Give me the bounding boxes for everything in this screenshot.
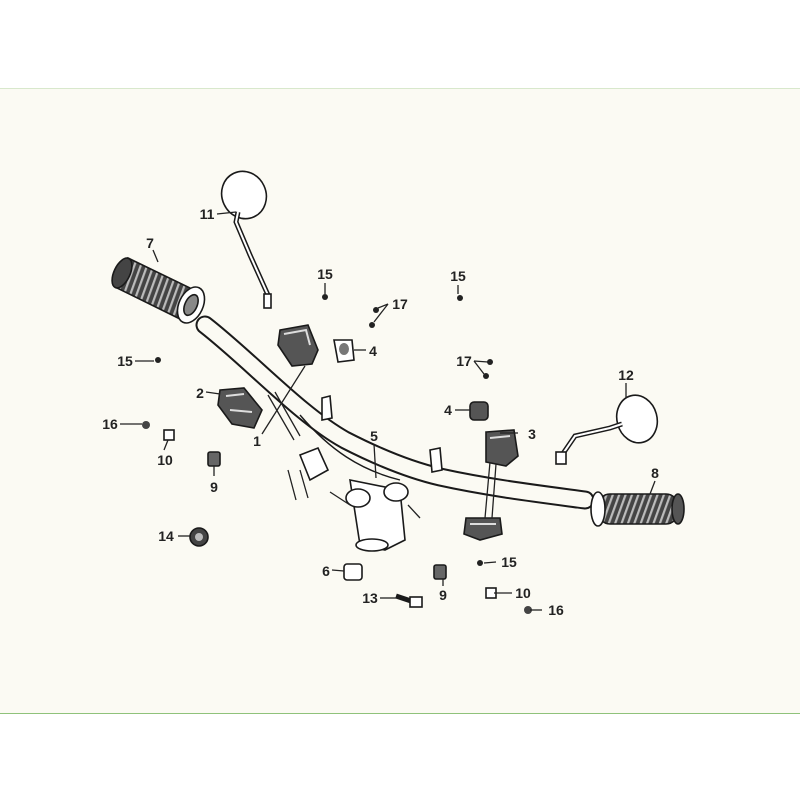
callout-17-a: 17 (392, 296, 408, 312)
callout-5: 5 (370, 428, 378, 444)
callout-7: 7 (146, 235, 154, 251)
callout-12: 12 (618, 367, 634, 383)
screws (142, 294, 532, 614)
right-grip (590, 491, 685, 527)
part-9-right (433, 564, 447, 580)
part-14 (189, 527, 209, 547)
cable-connections (267, 391, 497, 519)
callout-3: 3 (528, 426, 536, 442)
callout-9-left: 9 (210, 479, 218, 495)
part-4-left (333, 339, 355, 363)
callout-13: 13 (362, 590, 378, 606)
part-9-left (207, 451, 221, 467)
callout-10-left: 10 (157, 452, 173, 468)
callout-14: 14 (158, 528, 174, 544)
callout-labels: 1 2 3 4 4 5 6 7 8 9 9 10 10 11 12 13 14 … (102, 206, 659, 618)
callout-2: 2 (196, 385, 204, 401)
callout-8: 8 (651, 465, 659, 481)
callout-11: 11 (200, 206, 215, 222)
callout-6: 6 (322, 563, 330, 579)
switch-housing-upper-left (277, 324, 319, 367)
callout-15-a: 15 (317, 266, 333, 282)
switch-housing-left-2 (217, 387, 263, 429)
part-4-right (469, 401, 489, 421)
callout-1: 1 (253, 433, 261, 449)
diagram-frame (0, 88, 800, 714)
part-6 (343, 563, 363, 581)
callout-4-right: 4 (444, 402, 452, 418)
callout-17-b: 17 (456, 353, 472, 369)
switch-housing-right-3 (485, 429, 519, 467)
right-mirror (555, 394, 659, 465)
handlebar-riser (287, 394, 443, 552)
callout-10-right: 10 (515, 585, 531, 601)
part-13-bolt (395, 593, 423, 608)
callout-15-c: 15 (117, 353, 133, 369)
switch-housing-lower-right (463, 517, 503, 541)
handlebar-tube (195, 315, 595, 510)
callout-16-right: 16 (548, 602, 564, 618)
callout-15-b: 15 (450, 268, 466, 284)
left-grip (111, 256, 206, 324)
callout-4-left: 4 (369, 343, 377, 359)
callout-9-right: 9 (439, 587, 447, 603)
callout-15-d: 15 (501, 554, 517, 570)
leader-lines (120, 211, 656, 611)
left-mirror (220, 170, 272, 309)
callout-16-left: 16 (102, 416, 118, 432)
